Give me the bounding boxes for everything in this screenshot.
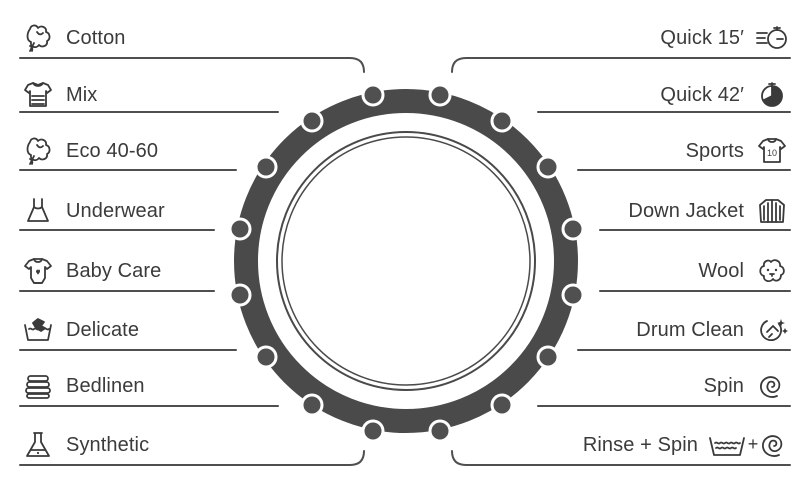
rinse-spin-guide-line xyxy=(451,450,791,466)
bedlinen-label: Bedlinen xyxy=(66,375,145,397)
cotton-label: Cotton xyxy=(66,27,126,49)
mix-label: Mix xyxy=(66,84,98,106)
mix-icon xyxy=(20,80,56,110)
sports-position-dot[interactable] xyxy=(536,155,560,179)
underwear-icon xyxy=(20,196,56,226)
down-jacket-icon xyxy=(754,196,790,226)
program-spin[interactable]: Spin xyxy=(704,369,790,403)
down-jacket-position-dot[interactable] xyxy=(561,217,585,241)
selector-dial-ring[interactable] xyxy=(234,89,578,433)
quick-42-position-dot[interactable] xyxy=(490,109,514,133)
delicate-position-dot[interactable] xyxy=(254,345,278,369)
program-bedlinen[interactable]: Bedlinen xyxy=(20,369,145,403)
program-eco-40-60[interactable]: Eco 40-60 xyxy=(20,134,158,168)
baby-care-label: Baby Care xyxy=(66,260,162,282)
bedlinen-icon xyxy=(20,371,56,401)
drum-clean-position-dot[interactable] xyxy=(536,345,560,369)
synthetic-icon xyxy=(20,430,56,460)
cotton-position-dot[interactable] xyxy=(361,83,385,107)
wool-icon xyxy=(754,256,790,286)
program-rinse-spin[interactable]: Rinse + Spin + xyxy=(583,428,790,462)
program-delicate[interactable]: Delicate xyxy=(20,313,139,347)
selector-dial-inner-ring xyxy=(281,136,531,386)
drum-clean-label: Drum Clean xyxy=(636,319,744,341)
quick-15-position-dot[interactable] xyxy=(428,83,452,107)
cotton-guide-line xyxy=(19,57,365,73)
program-baby-care[interactable]: Baby Care xyxy=(20,254,161,288)
program-drum-clean[interactable]: Drum Clean xyxy=(636,313,790,347)
eco-cotton-icon xyxy=(20,136,56,166)
program-quick-42[interactable]: Quick 42′ xyxy=(660,78,790,112)
spin-label: Spin xyxy=(703,375,744,397)
spin-icon xyxy=(754,371,790,401)
rinse-spin-icon: + xyxy=(708,430,790,460)
baby-care-position-dot[interactable] xyxy=(228,283,252,307)
synthetic-label: Synthetic xyxy=(66,434,150,456)
program-cotton[interactable]: Cotton xyxy=(20,21,126,55)
program-synthetic[interactable]: Synthetic xyxy=(20,428,149,462)
spin-position-dot[interactable] xyxy=(490,393,514,417)
bedlinen-position-dot[interactable] xyxy=(300,393,324,417)
synthetic-guide-line xyxy=(19,450,365,466)
wool-label: Wool xyxy=(698,260,744,282)
program-sports[interactable]: Sports 10 xyxy=(686,134,790,168)
quick-42-label: Quick 42′ xyxy=(660,84,744,106)
sports-jersey-icon: 10 xyxy=(754,136,790,166)
cotton-icon xyxy=(20,23,56,53)
quick-15-icon xyxy=(754,23,790,53)
underwear-position-dot[interactable] xyxy=(228,217,252,241)
program-quick-15[interactable]: Quick 15′ xyxy=(660,21,790,55)
quick-15-guide-line xyxy=(451,57,791,73)
program-mix[interactable]: Mix xyxy=(20,78,97,112)
rinse-spin-position-dot[interactable] xyxy=(428,419,452,443)
synthetic-position-dot[interactable] xyxy=(361,419,385,443)
program-underwear[interactable]: Underwear xyxy=(20,194,165,228)
eco-40-60-position-dot[interactable] xyxy=(254,155,278,179)
delicate-label: Delicate xyxy=(66,319,140,341)
rinse-spin-label: Rinse + Spin xyxy=(582,434,698,456)
rinse-spin-plus-symbol: + xyxy=(748,434,759,454)
sports-label: Sports xyxy=(685,140,744,162)
sports-jersey-number: 10 xyxy=(767,148,777,158)
baby-care-icon xyxy=(20,256,56,286)
program-wool[interactable]: Wool xyxy=(698,254,790,288)
drum-clean-icon xyxy=(754,315,790,345)
program-down-jacket[interactable]: Down Jacket xyxy=(628,194,790,228)
wool-position-dot[interactable] xyxy=(561,283,585,307)
quick-15-label: Quick 15′ xyxy=(660,27,744,49)
eco-40-60-label: Eco 40-60 xyxy=(66,140,159,162)
mix-position-dot[interactable] xyxy=(300,109,324,133)
down-jacket-label: Down Jacket xyxy=(628,200,744,222)
selector-dial-center xyxy=(276,131,536,391)
delicate-icon xyxy=(20,315,56,345)
underwear-label: Underwear xyxy=(66,200,165,222)
quick-42-icon xyxy=(754,80,790,110)
